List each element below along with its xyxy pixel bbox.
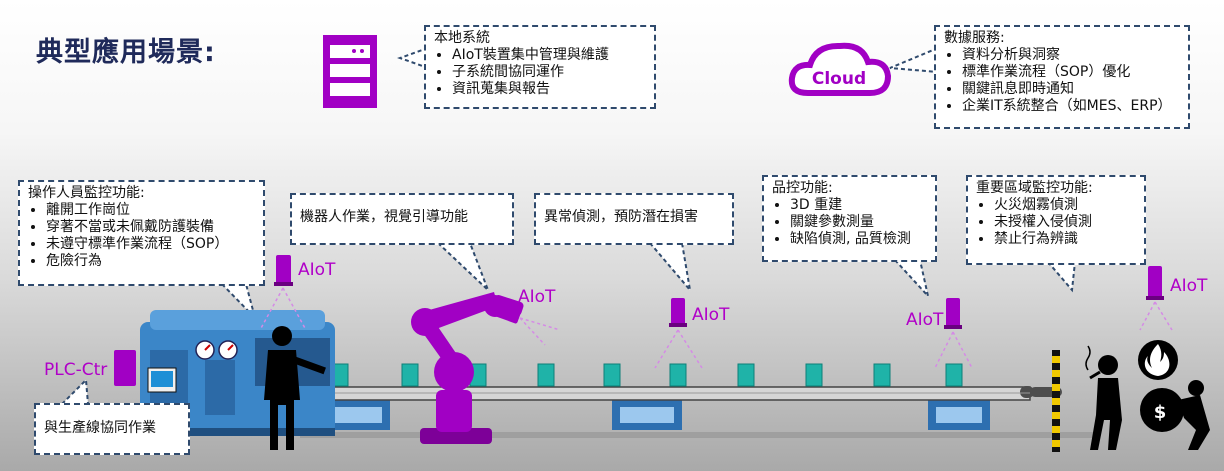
robot-callout-text: 機器人作業，視覺引導功能 xyxy=(300,209,468,225)
aiot-camera-quality xyxy=(934,298,973,369)
conveyor-belt xyxy=(249,386,1062,401)
list-item: 企業IT系統整合（如MES、ERP） xyxy=(962,98,1180,115)
aiot-label-quality: AIoT xyxy=(906,310,944,330)
aiot-camera-robot xyxy=(492,302,561,346)
plc-label: PLC-Ctr xyxy=(44,360,108,380)
cloud-icon: Cloud xyxy=(788,42,892,96)
quality-callout-tail xyxy=(892,259,930,300)
plc-callout: 與生產線協同作業 xyxy=(34,403,190,455)
list-item: 火災烟霧偵測 xyxy=(994,197,1136,214)
cloud-label: Cloud xyxy=(812,69,866,89)
aiot-label-robot: AIoT xyxy=(518,287,556,307)
list-item: 未遵守標準作業流程（SOP） xyxy=(46,236,255,253)
list-item: 穿著不當或未佩戴防護裝備 xyxy=(46,219,255,236)
aiot-camera-operator xyxy=(259,255,307,331)
zone-monitoring-callout: 重要區域監控功能: 火災烟霧偵測 未授權入侵偵測 禁止行為辨識 xyxy=(966,175,1146,265)
aiot-label-zone: AIoT xyxy=(1170,276,1208,296)
list-item: 離開工作崗位 xyxy=(46,202,255,219)
local-system-callout-tail xyxy=(397,46,429,70)
data-service-callout-tail xyxy=(889,46,939,74)
list-item: AIoT裝置集中管理與維護 xyxy=(452,47,646,64)
anomaly-callout: 異常偵測，預防潛在損害 xyxy=(534,193,734,245)
list-item: 資訊蒐集與報告 xyxy=(452,81,646,98)
list-item: 標準作業流程（SOP）優化 xyxy=(962,64,1180,81)
product-boxes xyxy=(331,363,963,387)
list-item: 關鍵訊息即時通知 xyxy=(962,81,1180,98)
list-item: 3D 重建 xyxy=(790,197,927,214)
data-service-heading: 數據服務: xyxy=(944,30,1005,46)
plc-controller-icon xyxy=(114,350,136,386)
list-item: 未授權入侵偵測 xyxy=(994,214,1136,231)
list-item: 關鍵參數測量 xyxy=(790,214,927,231)
svg-text:$: $ xyxy=(1154,402,1167,423)
smoking-person-icon xyxy=(1085,345,1122,450)
list-item: 危險行為 xyxy=(46,253,255,270)
aiot-camera-zone xyxy=(1139,266,1173,331)
aiot-label-anomaly: AIoT xyxy=(692,305,730,325)
aiot-label-operator: AIoT xyxy=(298,260,336,280)
plc-callout-text: 與生產線協同作業 xyxy=(44,420,156,436)
anomaly-callout-tail xyxy=(647,242,692,294)
server-icon xyxy=(323,35,377,108)
aiot-camera-anomaly xyxy=(654,298,703,369)
fire-icon xyxy=(1138,340,1178,380)
page-title: 典型應用場景: xyxy=(36,37,216,68)
robot-callout-tail xyxy=(435,242,489,291)
operator-heading: 操作人員監控功能: xyxy=(28,185,145,201)
plc-callout-tail xyxy=(59,377,90,405)
local-system-callout: 本地系統 AIoT裝置集中管理與維護 子系統間協同運作 資訊蒐集與報告 xyxy=(424,25,656,109)
anomaly-callout-text: 異常偵測，預防潛在損害 xyxy=(544,209,698,225)
quality-heading: 品控功能: xyxy=(772,180,833,196)
list-item: 子系統間協同運作 xyxy=(452,64,646,81)
data-service-callout: 數據服務: 資料分析與洞察 標準作業流程（SOP）優化 關鍵訊息即時通知 企業I… xyxy=(934,25,1190,129)
restricted-zone-barrier xyxy=(1052,350,1060,452)
robot-arm xyxy=(411,292,524,444)
robot-callout: 機器人作業，視覺引導功能 xyxy=(290,193,514,245)
quality-control-callout: 品控功能: 3D 重建 關鍵參數測量 缺陷偵測, 品質檢測 xyxy=(762,175,937,262)
zone-callout-tail xyxy=(1045,261,1077,293)
zone-heading: 重要區域監控功能: xyxy=(976,180,1093,196)
list-item: 缺陷偵測, 品質檢測 xyxy=(790,231,927,248)
operator-figure xyxy=(264,326,326,450)
operator-monitoring-callout: 操作人員監控功能: 離開工作崗位 穿著不當或未佩戴防護裝備 未遵守標準作業流程（… xyxy=(18,180,265,286)
list-item: 資料分析與洞察 xyxy=(962,47,1180,64)
local-system-heading: 本地系統 xyxy=(434,30,490,46)
list-item: 禁止行為辨識 xyxy=(994,231,1136,248)
thief-icon: $ xyxy=(1140,380,1210,450)
